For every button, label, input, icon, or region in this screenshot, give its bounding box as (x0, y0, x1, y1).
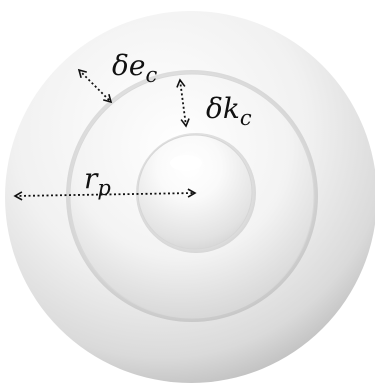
inner-cap-highlight (170, 155, 202, 171)
inner-cap (138, 135, 252, 249)
